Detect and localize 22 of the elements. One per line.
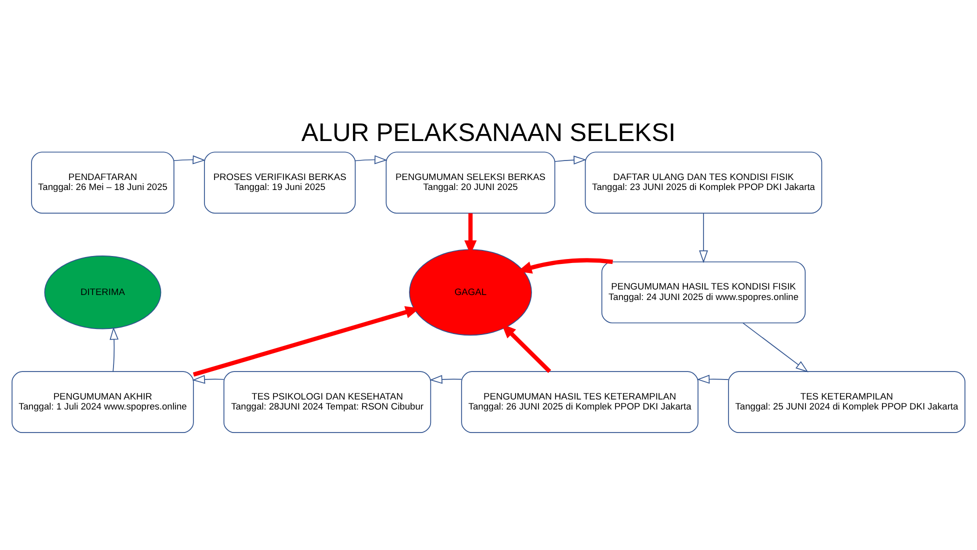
arrow bbox=[518, 258, 613, 274]
diagram-title: ALUR PELAKSANAAN SELEKSI bbox=[301, 119, 676, 148]
arrow bbox=[742, 322, 808, 372]
arrow bbox=[355, 155, 388, 164]
node-box: TES PSIKOLOGI DAN KESEHATAN Tanggal: 28JUNI 2024 Tempat: RSON Cibubur bbox=[223, 371, 432, 434]
node-box: PROSES VERIFIKASI BERKAS Tanggal: 19 Juni 2025 bbox=[204, 152, 356, 214]
arrow bbox=[110, 327, 119, 372]
arrow bbox=[696, 374, 729, 384]
arrow bbox=[502, 324, 552, 373]
node-ellipse: DITERIMA bbox=[44, 256, 162, 330]
node-box: PENGUMUMAN HASIL TES KONDISI FISIK Tanggal: 24 JUNI 2025 di www.spopres.online bbox=[601, 261, 806, 324]
arrow bbox=[174, 155, 206, 164]
node-box: PENGUMUMAN HASIL TES KETERAMPILAN Tanggal: 26 JUNI 2025 di Komplek PPOP DKI Jakarta bbox=[461, 371, 698, 434]
arrow bbox=[699, 212, 708, 264]
node-box: PENGUMUMAN AKHIR Tanggal: 1 Juli 2024 www.spopres.online bbox=[12, 371, 194, 434]
node-box: TES KETERAMPILAN Tanggal: 25 JUNI 2024 di Komplek PPOP DKI Jakarta bbox=[728, 371, 966, 434]
arrow bbox=[192, 374, 224, 384]
arrow bbox=[554, 156, 586, 164]
node-box: PENDAFTARAN Tanggal: 26 Mei – 18 Juni 2025 bbox=[31, 152, 174, 214]
arrow bbox=[430, 374, 462, 384]
node-box: PENGUMUMAN SELEKSI BERKAS Tanggal: 20 JUNI 2025 bbox=[386, 152, 556, 214]
node-box: DAFTAR ULANG DAN TES KONDISI FISIK Tanggal: 23 JUNI 2025 di Komplek PPOP DKI Jakarta bbox=[584, 152, 822, 214]
